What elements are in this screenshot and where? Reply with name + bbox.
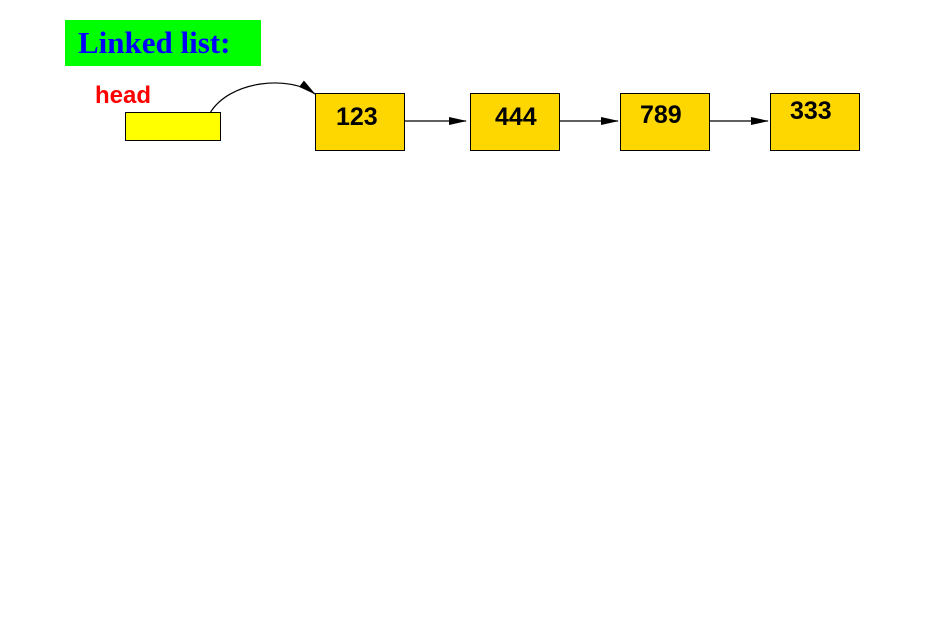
head-pointer-box xyxy=(125,112,221,141)
list-node-1 xyxy=(315,93,405,151)
title-background xyxy=(65,20,261,66)
list-node-3 xyxy=(620,93,710,151)
head-label: head xyxy=(95,82,152,109)
node-value-1: 123 xyxy=(336,103,378,131)
node-value-3: 789 xyxy=(640,101,682,129)
node-value-4: 333 xyxy=(790,97,832,125)
diagram-title: Linked list: xyxy=(78,25,231,60)
node-value-2: 444 xyxy=(495,103,537,131)
list-node-2 xyxy=(470,93,560,151)
list-node-4 xyxy=(770,93,860,151)
head-pointer-arrow xyxy=(209,80,316,114)
